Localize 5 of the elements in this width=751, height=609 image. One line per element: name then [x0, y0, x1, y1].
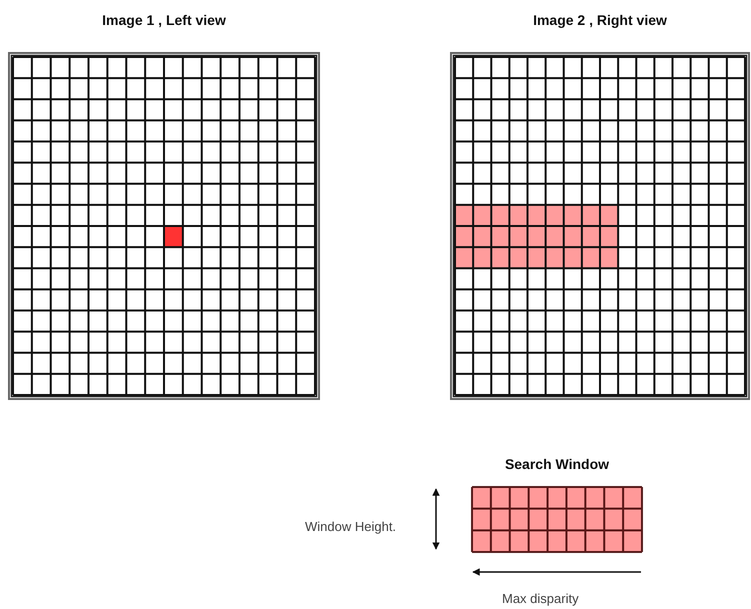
- grid-title: Image 2 , Right view: [533, 12, 667, 28]
- grid-title: Search Window: [504, 456, 610, 472]
- grid-title: Image 1 , Left view: [102, 12, 226, 28]
- dimension-label: Window Height.: [305, 519, 396, 534]
- dimension-label: Max disparity: [502, 591, 579, 606]
